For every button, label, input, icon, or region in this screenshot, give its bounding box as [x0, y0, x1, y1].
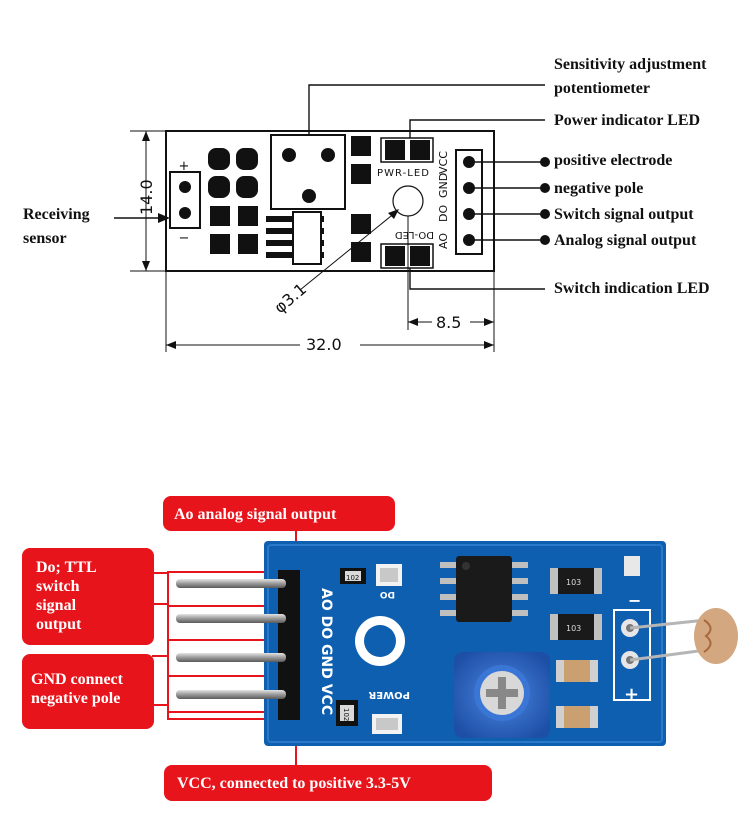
module-photo: AO DO GND VCC 102 DO 102 POWER 103 103: [152, 530, 738, 768]
pin-header: [278, 570, 300, 720]
photoresistor: [694, 608, 738, 664]
svg-text:POWER: POWER: [368, 689, 410, 700]
board-outline-diagram: + − PWR-LED DO-LED VCC GND DO: [114, 84, 550, 354]
svg-text:DO: DO: [380, 589, 395, 599]
potentiometer-outline: [270, 134, 346, 210]
pot-label-line2: potentiometer: [554, 80, 650, 97]
analog-output-label: Analog signal output: [554, 232, 697, 249]
pot-label-line1: Sensitivity adjustment: [554, 56, 707, 73]
negative-label: negative pole: [554, 180, 644, 197]
sensor-connector: [169, 171, 201, 229]
do-led-label: DO-LED: [395, 229, 434, 240]
svg-text:−: −: [628, 591, 641, 610]
pin-offset-dimension: 8.5: [436, 313, 461, 332]
ic-chip: [266, 211, 324, 265]
switch-output-label: Switch signal output: [554, 206, 694, 223]
svg-text:DO: DO: [437, 205, 450, 222]
receiving-label-line1: Receiving: [23, 206, 90, 223]
ao-callout: Ao analog signal output: [163, 496, 395, 531]
svg-text:VCC: VCC: [437, 151, 450, 174]
switch-led-label: Switch indication LED: [554, 280, 710, 297]
gnd-callout: GND connect negative pole: [22, 654, 154, 729]
svg-text:103: 103: [566, 624, 581, 633]
height-dimension: 14.0: [137, 179, 156, 215]
width-dimension: 32.0: [306, 335, 342, 354]
svg-text:AO: AO: [437, 233, 450, 249]
do-callout: Do; TTL switch signal output: [22, 548, 154, 645]
sensor-minus-mark: −: [179, 231, 190, 246]
svg-text:102: 102: [346, 574, 359, 582]
do-led-pads: [351, 214, 430, 266]
ic-chip-photo: [456, 556, 512, 622]
pwr-led-label: PWR-LED: [377, 168, 429, 179]
pin-silkscreen: AO DO GND VCC: [318, 588, 334, 715]
left-pads: [208, 148, 258, 254]
power-led-label: Power indicator LED: [554, 112, 701, 129]
positive-label: positive electrode: [554, 152, 673, 169]
pwr-led-pads: [351, 136, 430, 184]
hole-dimension: φ3.1: [270, 279, 310, 317]
vcc-callout: VCC, connected to positive 3.3-5V: [164, 765, 492, 801]
svg-text:+: +: [624, 684, 639, 705]
svg-text:102: 102: [342, 708, 350, 721]
sensor-plus-mark: +: [179, 159, 190, 174]
svg-text:GND: GND: [437, 173, 450, 198]
svg-text:103: 103: [566, 578, 581, 587]
receiving-label-line2: sensor: [23, 230, 67, 247]
